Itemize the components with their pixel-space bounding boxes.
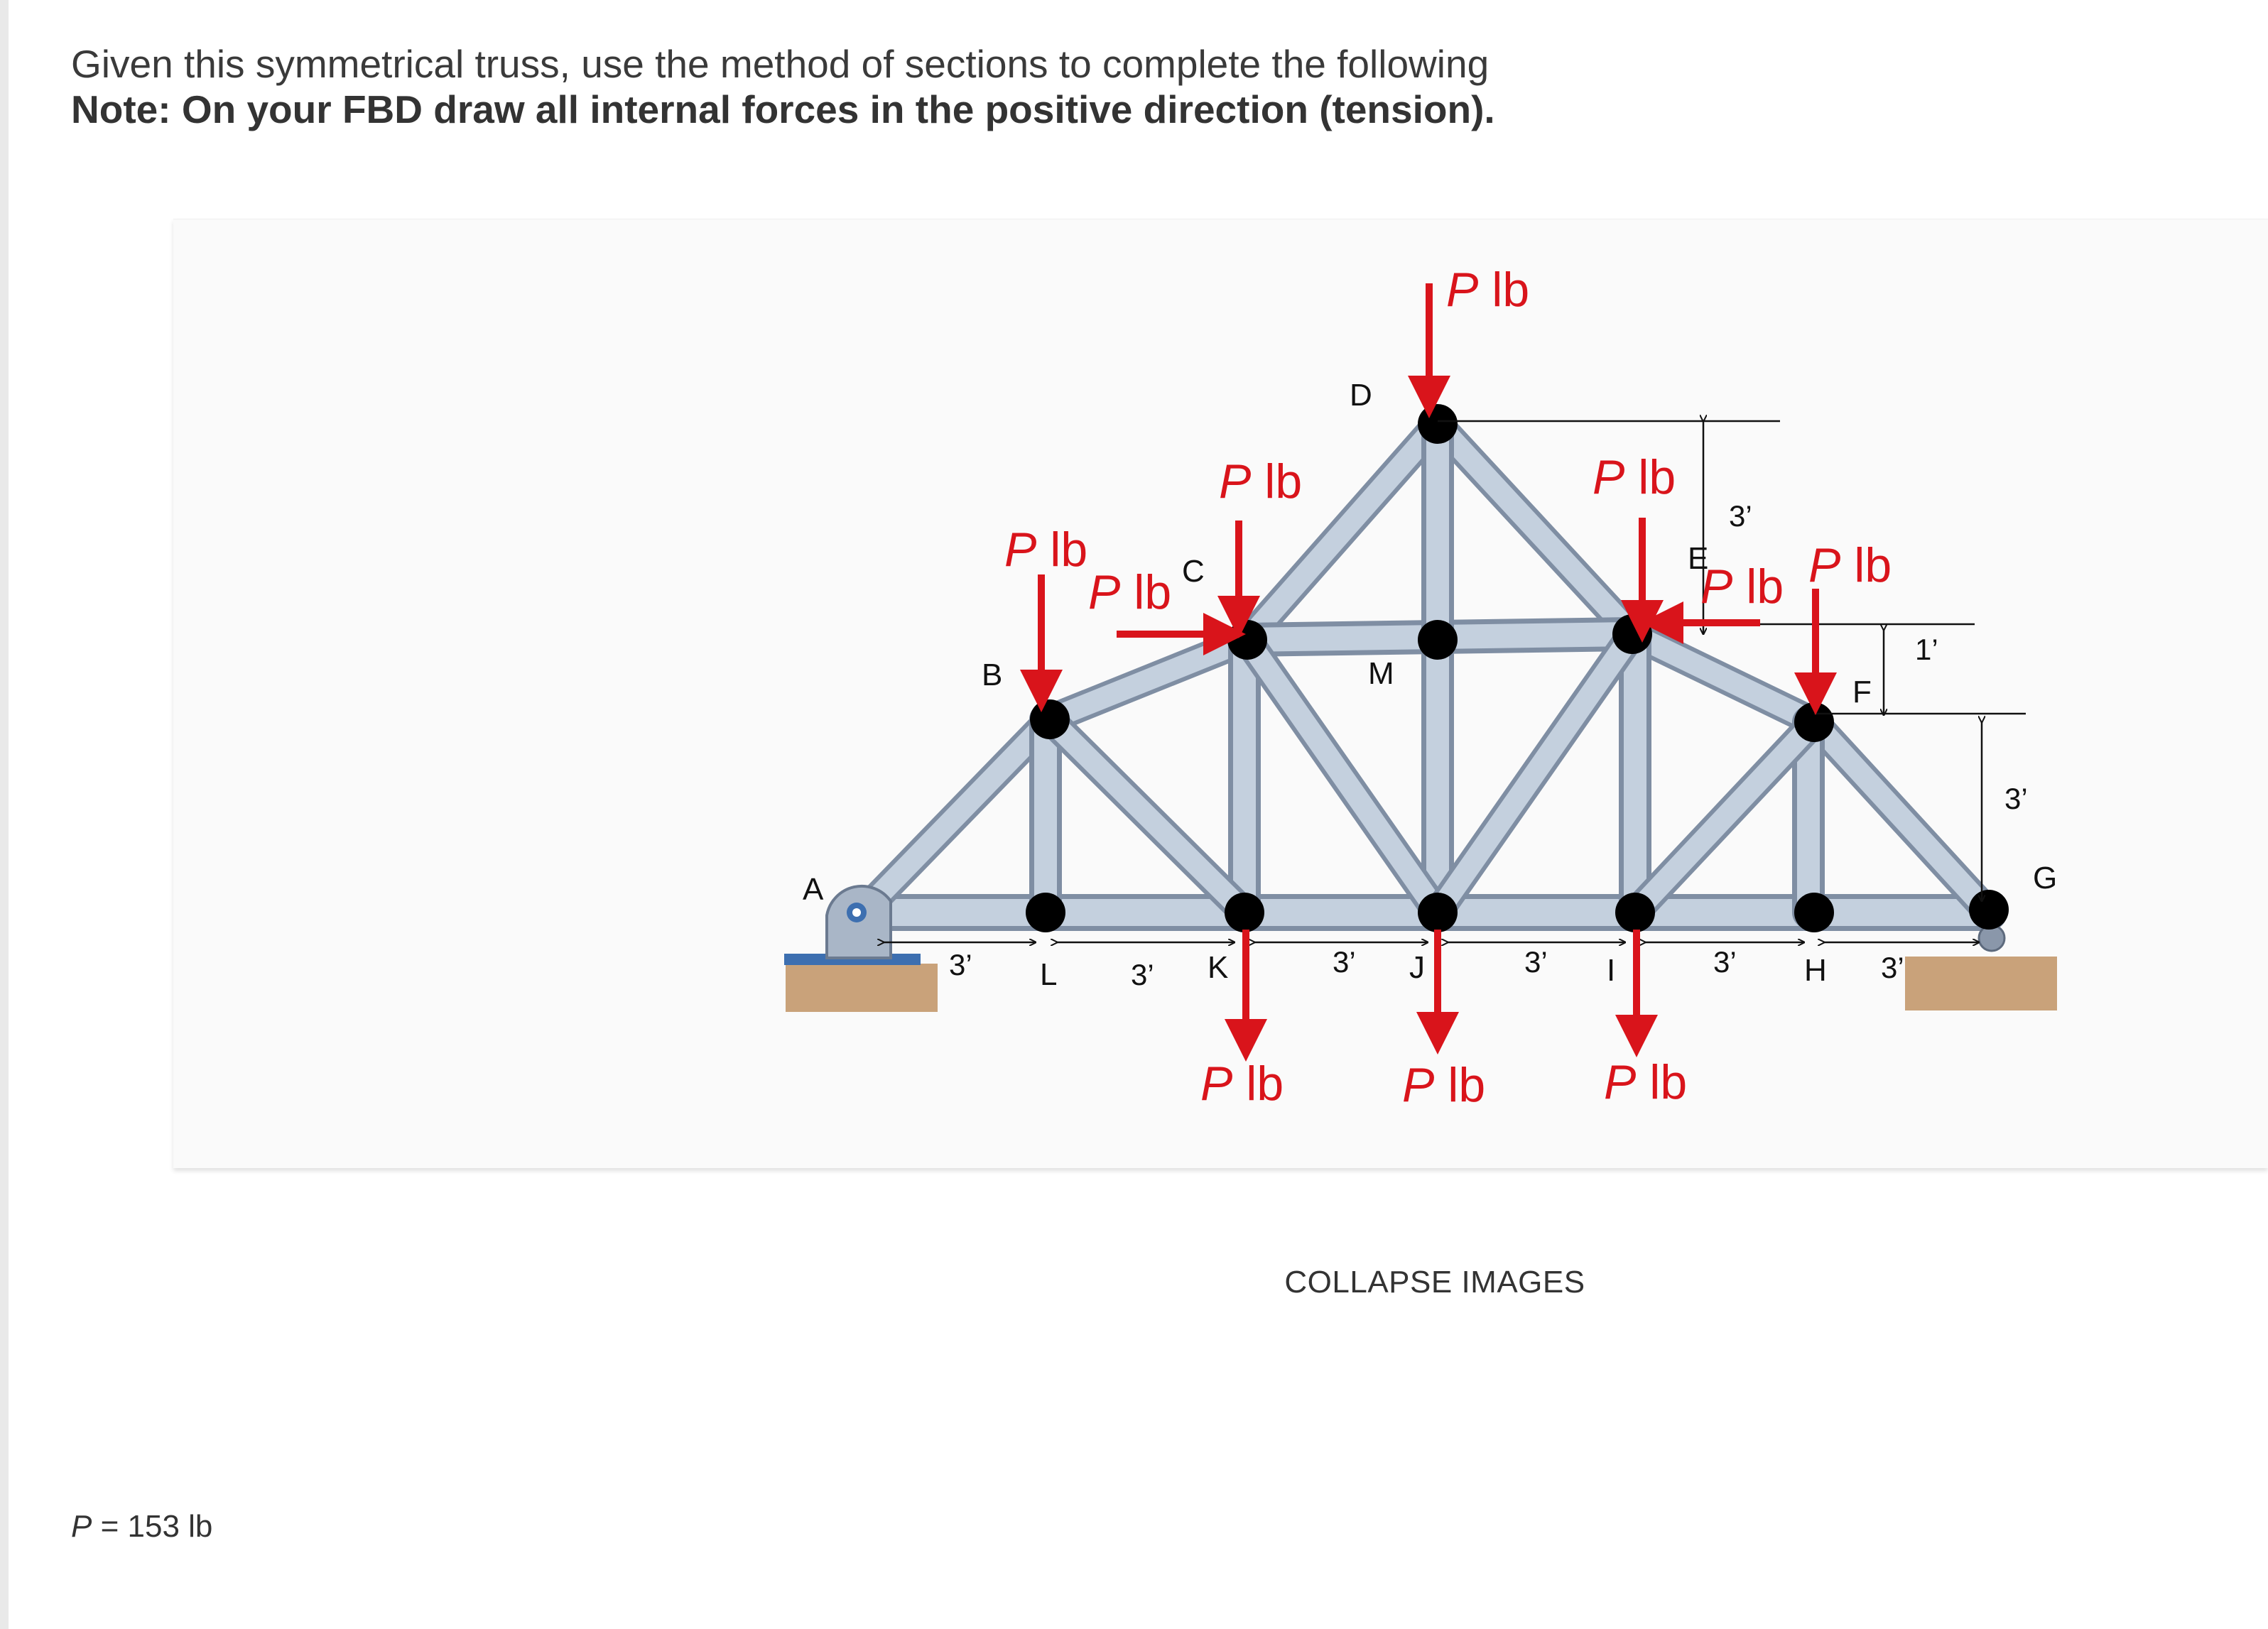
given-value: P = 153 lb <box>71 1507 212 1547</box>
ground-right <box>1905 957 2057 1010</box>
label-c: C <box>1182 554 1205 589</box>
label-g: G <box>2033 861 2057 895</box>
truss-members <box>844 408 2007 931</box>
label-m: M <box>1368 656 1394 691</box>
truss-figure: 3’ 1’ 3’ 3’ 3’ 3’ 3’ 3’ 3’ A B C D E F G… <box>173 219 2268 1168</box>
load-label-k: P lb <box>1200 1057 1284 1111</box>
label-l: L <box>1040 957 1057 992</box>
load-arrows <box>1020 283 1837 1062</box>
dim-bottom-5: 3’ <box>1713 945 1737 979</box>
dim-bottom-2: 3’ <box>1131 958 1154 991</box>
question-note: Note: On your FBD draw all internal forc… <box>71 87 1495 131</box>
dim-upper-rise: 1’ <box>1915 633 1938 666</box>
load-label-f: P lb <box>1808 538 1892 592</box>
ground-left <box>786 964 938 1012</box>
label-e: E <box>1688 541 1708 576</box>
page-left-border <box>0 0 9 1629</box>
dim-bottom-1: 3’ <box>949 948 972 981</box>
dim-top-rise: 3’ <box>1729 499 1752 533</box>
label-i: I <box>1607 953 1615 988</box>
dim-bottom-3: 3’ <box>1333 945 1356 979</box>
label-b: B <box>982 658 1002 692</box>
label-j: J <box>1409 950 1425 985</box>
load-label-d: P lb <box>1446 263 1529 317</box>
joint-labels: A B C D E F G H I J K L M <box>803 378 2057 992</box>
load-label-j: P lb <box>1402 1058 1485 1112</box>
label-d: D <box>1350 378 1372 413</box>
load-label-i: P lb <box>1604 1055 1687 1109</box>
load-labels: P lb P lb P lb P lb P lb P lb P lb P lb … <box>1004 263 1892 1112</box>
dim-side-height: 3’ <box>2004 782 2028 815</box>
load-label-c-horizontal: P lb <box>1088 565 1171 619</box>
load-label-b: P lb <box>1004 523 1087 577</box>
given-variable: P <box>71 1509 92 1544</box>
collapse-images-button[interactable]: COLLAPSE IMAGES <box>1284 1265 1585 1300</box>
load-label-c-vertical: P lb <box>1219 454 1302 508</box>
dim-bottom-6: 3’ <box>1881 951 1904 984</box>
label-a: A <box>803 872 824 907</box>
load-label-e-horizontal: P lb <box>1700 560 1784 614</box>
pin-support-a <box>825 884 892 959</box>
label-k: K <box>1208 950 1228 985</box>
question-text: Given this symmetrical truss, use the me… <box>71 42 1490 86</box>
label-f: F <box>1852 675 1872 709</box>
dimension-lines <box>884 421 2026 942</box>
label-h: H <box>1804 953 1827 988</box>
truss-diagram: 3’ 1’ 3’ 3’ 3’ 3’ 3’ 3’ 3’ A B C D E F G… <box>784 263 2057 1112</box>
load-label-e-vertical: P lb <box>1593 450 1676 504</box>
dim-bottom-4: 3’ <box>1524 945 1548 979</box>
given-value-text: = 153 lb <box>92 1509 213 1544</box>
